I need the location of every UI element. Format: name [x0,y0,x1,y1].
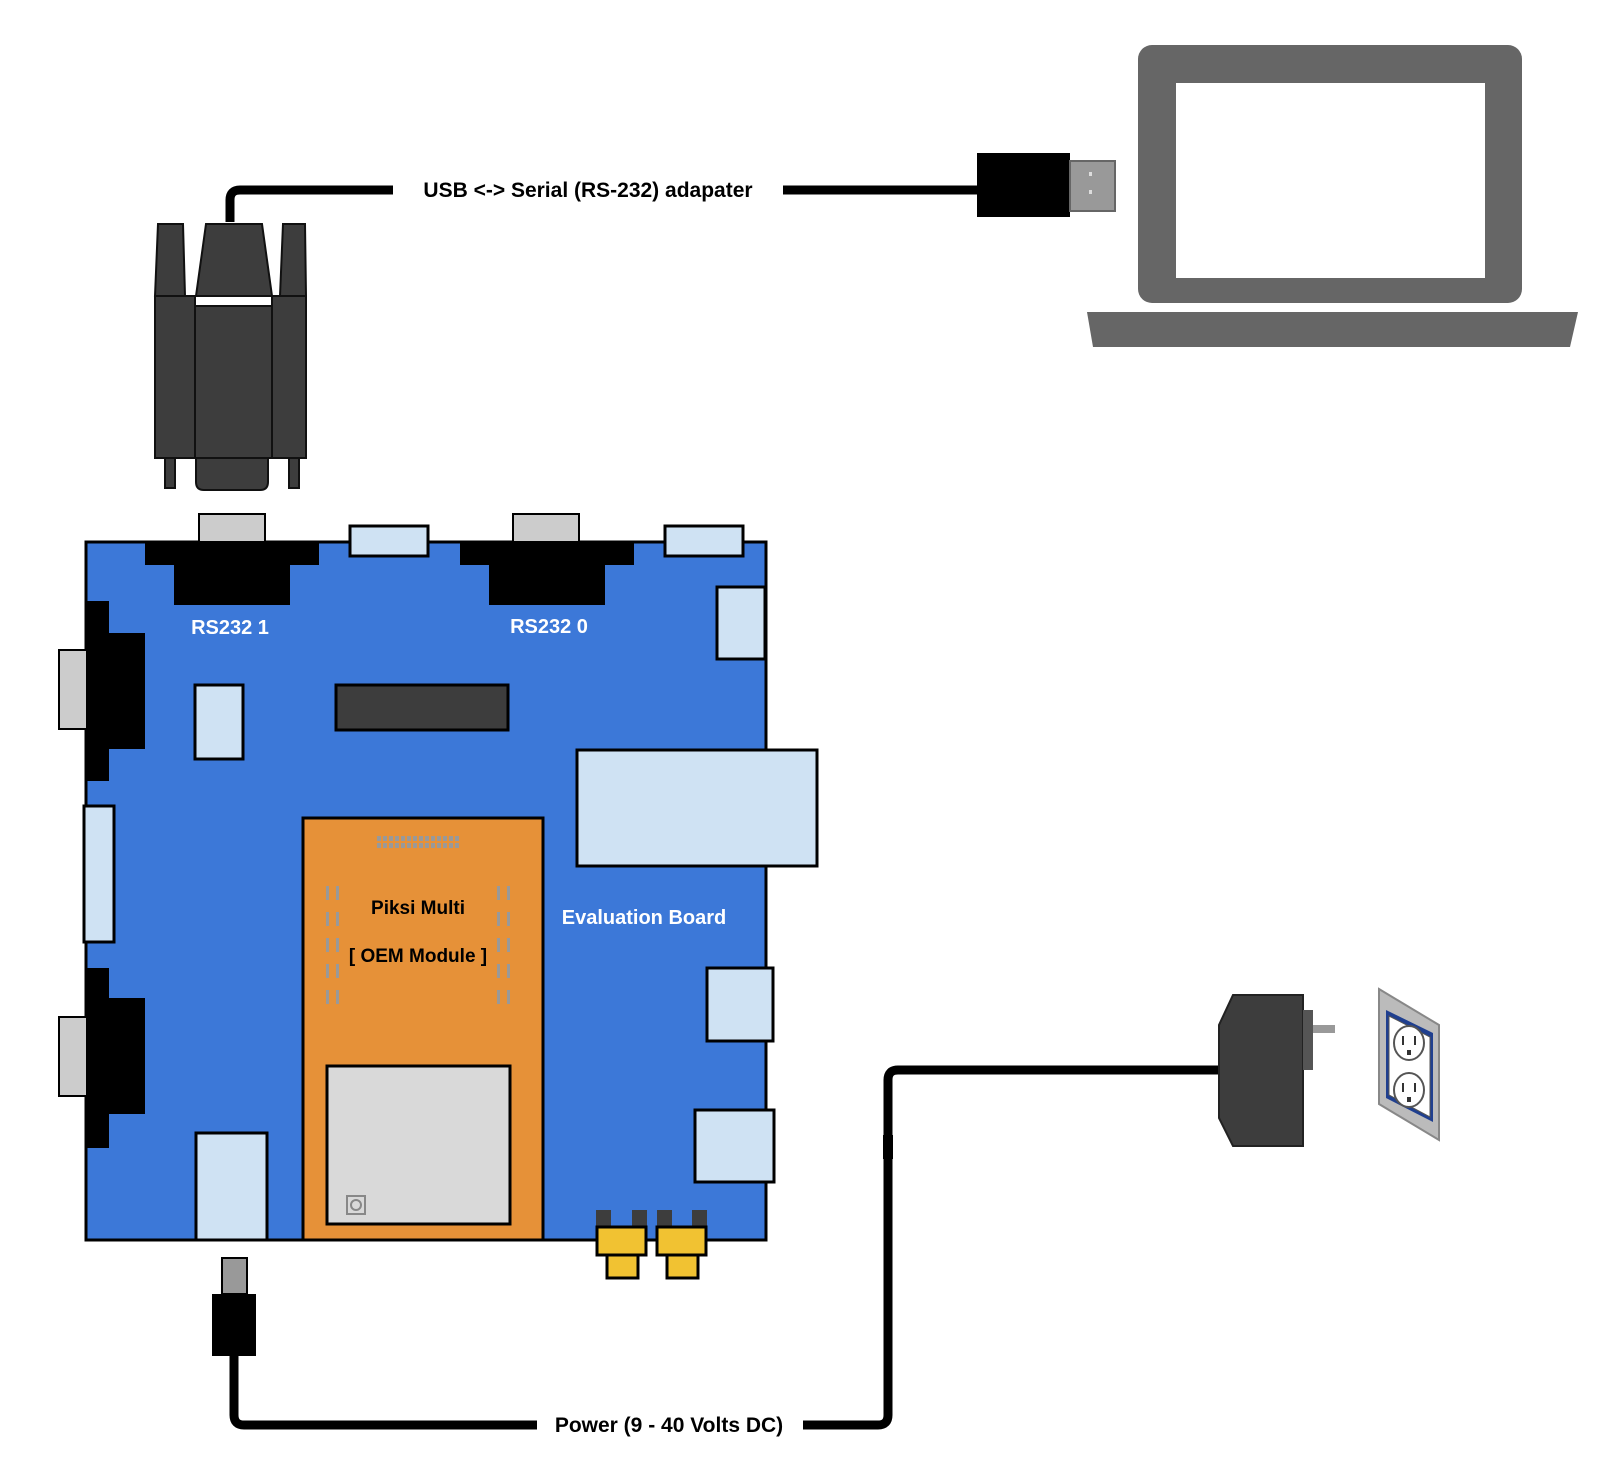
laptop-icon [1087,45,1578,347]
db9-connector-icon [153,223,308,491]
right-port-bottom [693,1108,776,1184]
sma-connector-1 [595,1210,648,1280]
header-strip [334,683,510,732]
top-port-a [348,524,430,558]
small-port [193,683,245,761]
power-cable: Power (9 - 40 Volts DC) [212,1065,1220,1437]
module-pin-header [377,836,459,848]
power-cable-label: Power (9 - 40 Volts DC) [555,1414,783,1437]
usb-cable-label: USB <-> Serial (RS-232) adapater [423,179,752,202]
rs232-1-label: RS232 1 [191,617,269,639]
right-port-top [715,585,767,661]
power-port [194,1131,269,1242]
wall-outlet-icon [1378,987,1440,1142]
rs232-1-connector [145,513,319,605]
rs232-0-connector [460,513,634,605]
module-name-label: Piksi Multi [371,898,465,919]
power-adapter-icon [1218,994,1335,1147]
sma-connector-2 [655,1210,708,1280]
usb-plug-icon [977,153,1116,217]
module-shield [325,1064,512,1226]
left-side-port [82,804,116,944]
right-port-mid [705,966,775,1043]
rs232-0-label: RS232 0 [510,616,588,638]
module-type-label: [ OEM Module ] [349,946,487,967]
top-port-b [663,524,745,558]
left-db9-upper [58,601,145,781]
left-db9-lower [58,968,145,1148]
board-label: Evaluation Board [562,907,726,929]
oem-module: Piksi Multi [ OEM Module ] [301,816,545,1242]
ethernet-port [575,748,819,868]
module-side-pins [326,886,510,1004]
usb-serial-cable: USB <-> Serial (RS-232) adapater [225,179,977,222]
